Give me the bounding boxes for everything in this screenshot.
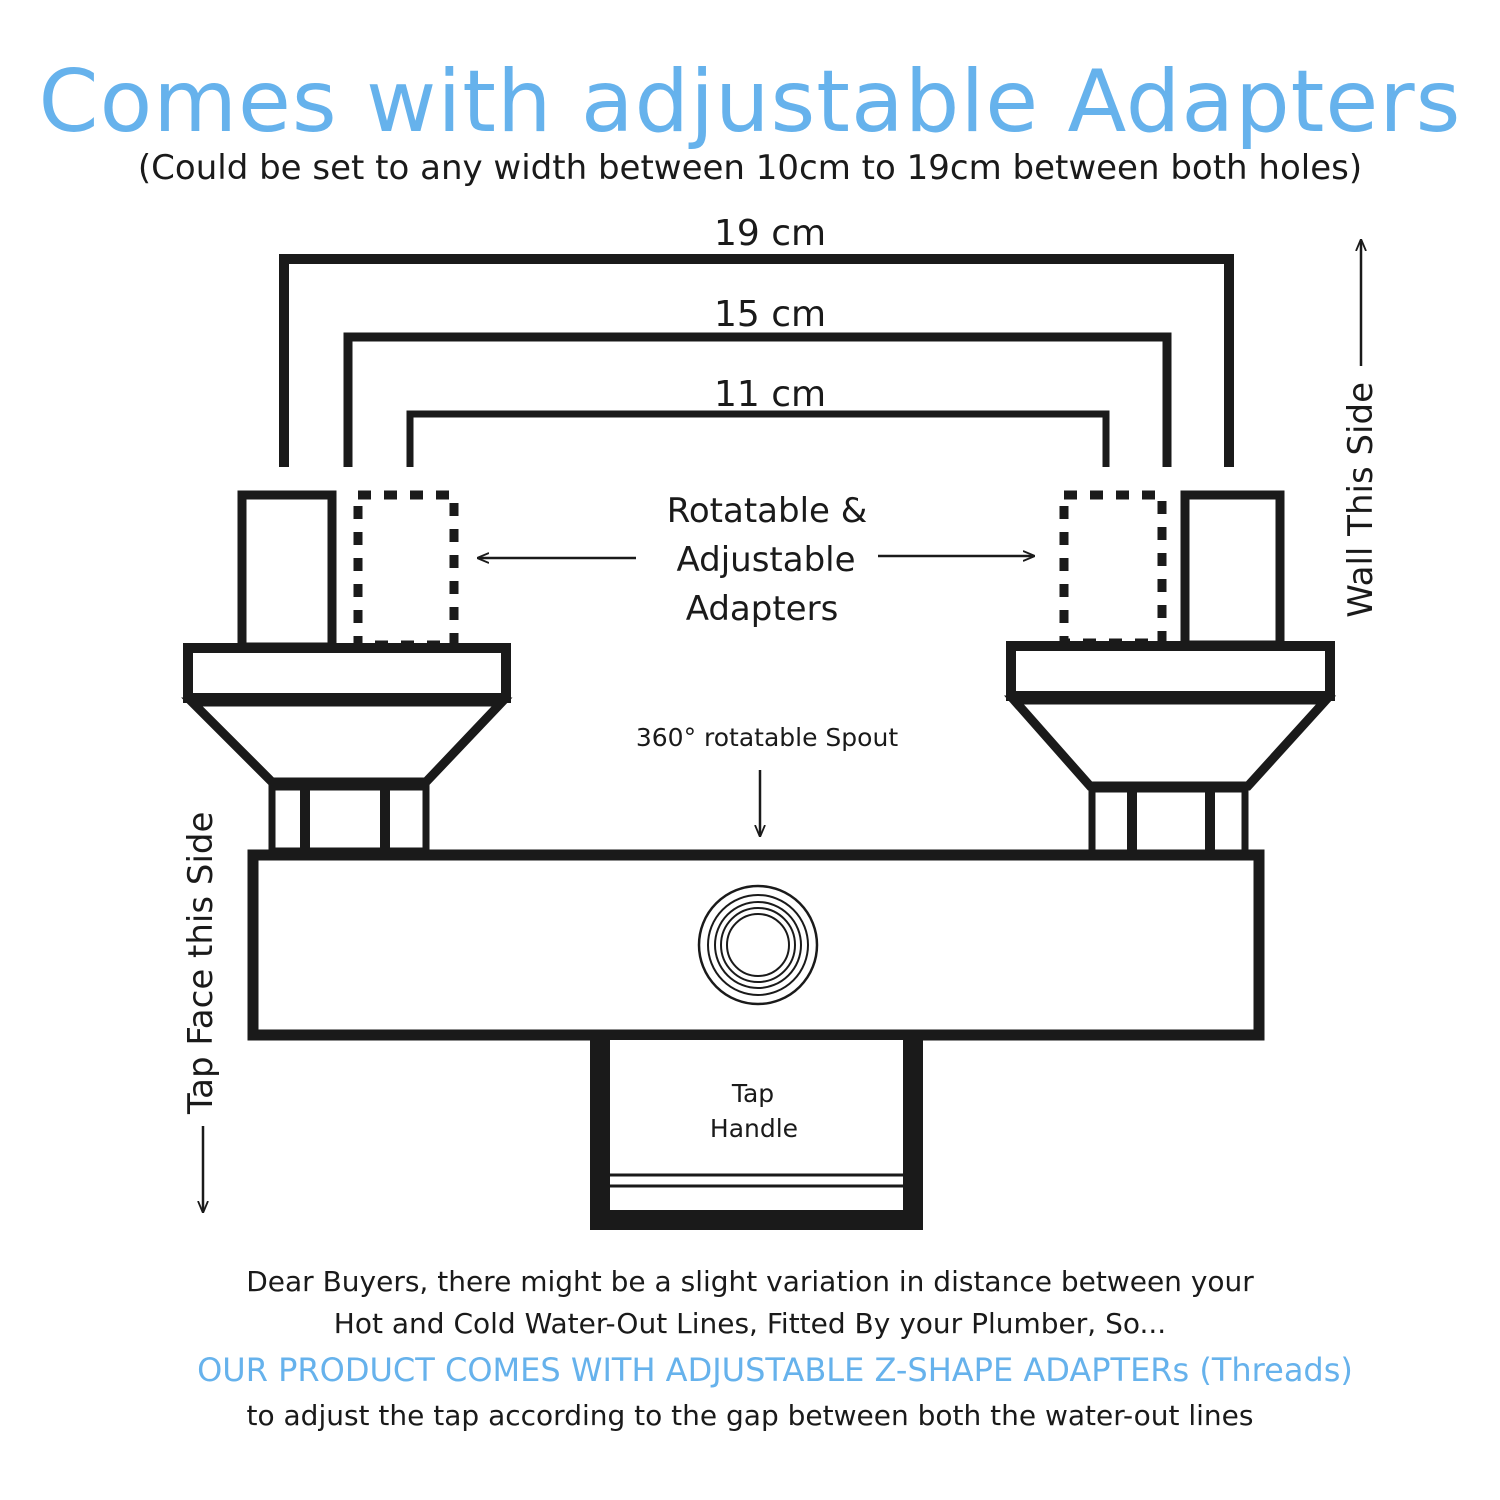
width-label-15cm: 15 cm (714, 294, 826, 335)
left-neck (268, 783, 430, 855)
note-line-1: Dear Buyers, there might be a slight var… (246, 1265, 1254, 1298)
tap-body (247, 849, 1265, 1041)
adapter-label-line1: Rotatable & (667, 491, 868, 531)
right-flange (1006, 641, 1335, 701)
left-fixed-adapter (237, 490, 337, 652)
left-flange (183, 643, 511, 703)
right-fixed-adapter (1180, 490, 1285, 650)
left-adjustable-adapter (353, 490, 459, 650)
note-line-3: to adjust the tap according to the gap b… (246, 1399, 1254, 1432)
right-cone (1004, 695, 1337, 791)
left-connector-assembly (181, 490, 513, 855)
width-bracket-11cm (406, 410, 1110, 467)
tap-handle (590, 1040, 923, 1230)
width-bracket-15cm (343, 332, 1172, 467)
right-neck (1088, 785, 1249, 857)
spout-outlet (697, 884, 819, 1006)
width-bracket-19cm (279, 254, 1234, 467)
right-connector-assembly (1004, 490, 1337, 857)
handle-label-line1: Tap (731, 1079, 774, 1108)
right-adjustable-adapter (1059, 490, 1167, 648)
tap-face-label: Tap Face this Side (181, 812, 221, 1115)
adapter-label-line2: Adjustable (676, 540, 855, 580)
note-line-2: Hot and Cold Water-Out Lines, Fitted By … (333, 1307, 1167, 1340)
note-highlight: OUR PRODUCT COMES WITH ADJUSTABLE Z-SHAP… (197, 1351, 1353, 1389)
handle-label-line2: Handle (710, 1114, 798, 1143)
page-title: Comes with adjustable Adapters (38, 52, 1462, 152)
width-label-19cm: 19 cm (714, 213, 826, 254)
page-subtitle: (Could be set to any width between 10cm … (137, 148, 1363, 188)
adapter-label-line3: Adapters (686, 589, 839, 629)
left-cone (181, 697, 513, 787)
spout-label: 360° rotatable Spout (636, 723, 898, 752)
wall-side-label: Wall This Side (1341, 382, 1381, 618)
width-label-11cm: 11 cm (714, 374, 826, 415)
